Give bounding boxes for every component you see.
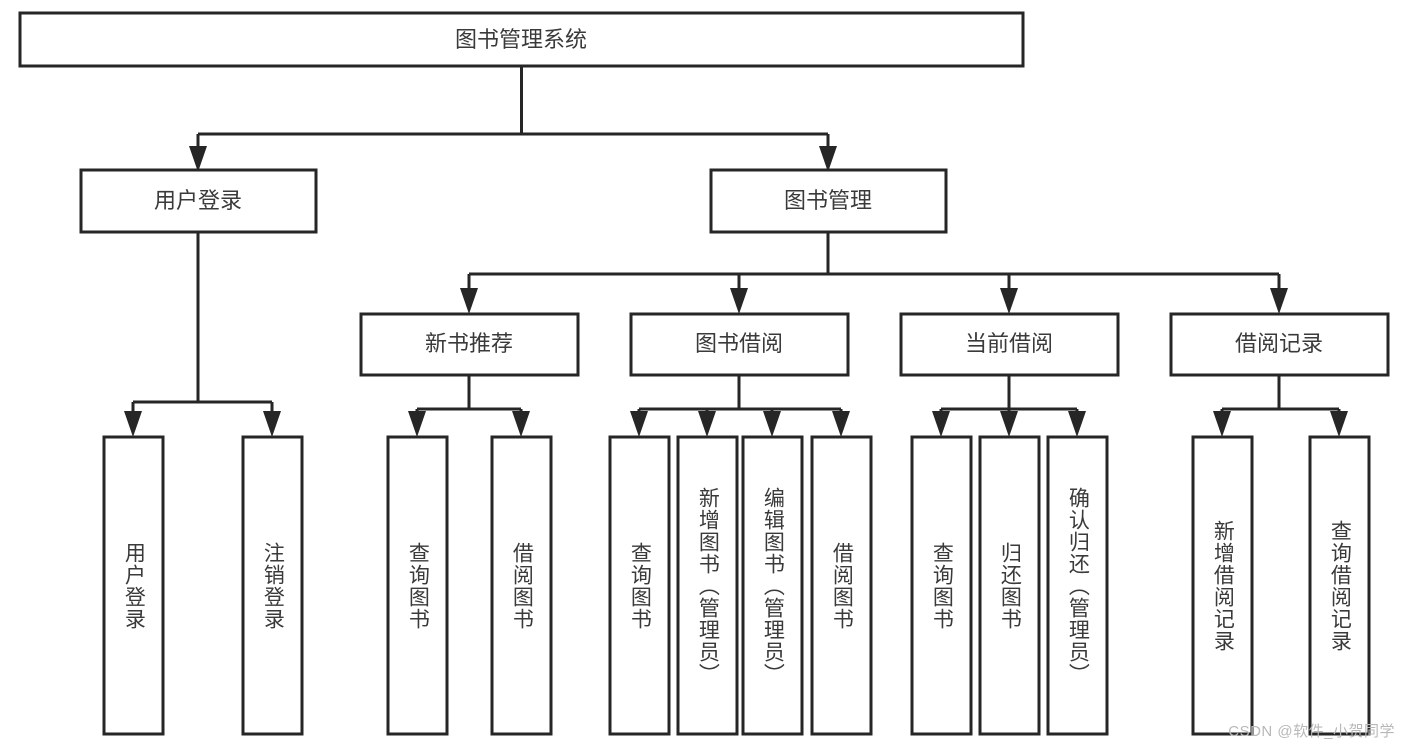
arrowhead-cb-leaf-2: [1000, 411, 1018, 437]
arrowhead-current-borrow: [1000, 288, 1018, 314]
node-leaf-add-record[interactable]: [1191, 435, 1254, 736]
arrowhead-book-manage: [819, 146, 837, 172]
arrowhead-cb-leaf-3: [1068, 411, 1086, 437]
node-book-borrow[interactable]: [629, 312, 850, 377]
arrowhead-borrow-record: [1270, 288, 1288, 314]
node-leaf-add-book[interactable]: [676, 435, 739, 736]
watermark: CSDN @软件_小贺同学: [1228, 723, 1395, 740]
node-book-manage[interactable]: [709, 168, 948, 234]
node-book-manage-label: 图书管理: [784, 188, 872, 213]
node-boxes: 图书管理系统 用户登录 图书管理 新书推荐 图书借阅 当前借阅 借阅记录: [18, 11, 1390, 736]
node-leaf-edit-book[interactable]: [741, 435, 804, 736]
node-leaf-confirm-return[interactable]: [1046, 435, 1109, 736]
node-current-borrow-label: 当前借阅: [965, 331, 1053, 356]
arrowhead-new-book-recommend: [460, 288, 478, 314]
node-new-book-recommend[interactable]: [359, 312, 580, 377]
arrowhead-bb-leaf-2: [698, 411, 716, 437]
node-root[interactable]: [18, 11, 1025, 68]
node-user-login-label: 用户登录: [154, 188, 242, 213]
node-user-login[interactable]: [79, 168, 318, 234]
arrowhead-bb-leaf-3: [763, 411, 781, 437]
node-leaf-borrow-book-1[interactable]: [490, 435, 553, 736]
node-leaf-query-book-3[interactable]: [910, 435, 973, 736]
node-leaf-return-book[interactable]: [978, 435, 1041, 736]
arrowhead-bb-leaf-4: [832, 411, 850, 437]
arrowhead-leaf-user-login: [124, 411, 142, 437]
node-leaf-query-book-1[interactable]: [386, 435, 449, 736]
node-leaf-user-login[interactable]: [102, 435, 165, 736]
arrowhead-cb-leaf-1: [932, 411, 950, 437]
node-leaf-query-book-2[interactable]: [608, 435, 671, 736]
node-borrow-record-label: 借阅记录: [1235, 331, 1323, 356]
node-book-borrow-label: 图书借阅: [695, 331, 783, 356]
node-leaf-query-record[interactable]: [1308, 435, 1371, 736]
connectors: [124, 66, 1348, 437]
arrowhead-book-borrow: [730, 288, 748, 314]
arrowhead-bb-leaf-1: [630, 411, 648, 437]
node-current-borrow[interactable]: [899, 312, 1120, 377]
node-new-book-recommend-label: 新书推荐: [425, 331, 513, 356]
arrowhead-leaf-logout: [263, 411, 281, 437]
arrowhead-br-leaf-1: [1213, 411, 1231, 437]
node-root-label: 图书管理系统: [455, 27, 587, 52]
arrowhead-nb-leaf-1: [408, 411, 426, 437]
arrowhead-nb-leaf-2: [512, 411, 530, 437]
arrowhead-br-leaf-2: [1330, 411, 1348, 437]
node-leaf-logout[interactable]: [241, 435, 304, 736]
arrowhead-user-login: [189, 146, 207, 172]
node-borrow-record[interactable]: [1169, 312, 1390, 377]
node-leaf-borrow-book-2[interactable]: [810, 435, 873, 736]
